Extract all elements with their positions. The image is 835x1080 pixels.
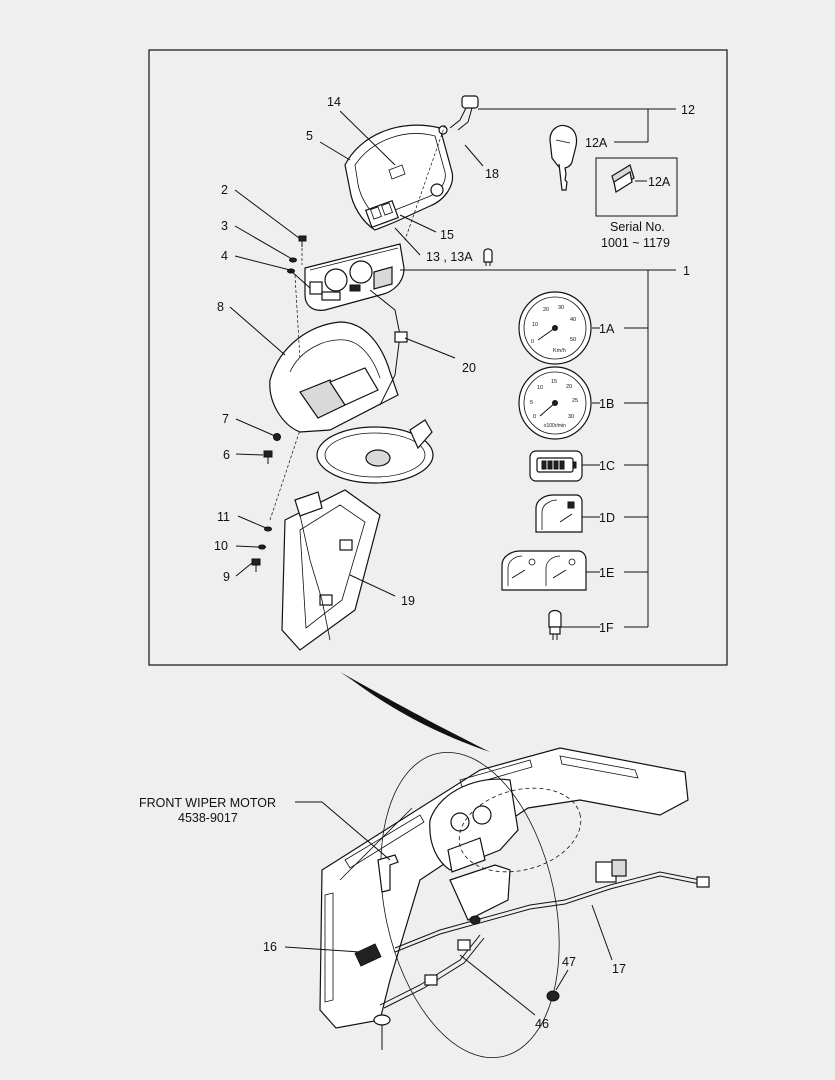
washer-7 — [273, 433, 281, 441]
callout-1f: 1F — [599, 621, 614, 635]
gauge-1a-tick: 40 — [570, 317, 576, 323]
callout-1a: 1A — [599, 322, 615, 336]
key-12a — [549, 124, 578, 191]
callout-2: 2 — [221, 183, 228, 197]
gauge-1a-tick: 30 — [558, 305, 564, 311]
callout-11: 11 — [217, 510, 230, 524]
callout-46: 46 — [535, 1017, 549, 1031]
steering-column — [281, 419, 434, 651]
key-switch — [438, 95, 479, 135]
bulb-1f — [548, 609, 562, 640]
gauge-1b-tick: 10 — [537, 385, 543, 391]
gauge-1b-tick: 25 — [572, 398, 578, 404]
callout-5: 5 — [306, 129, 313, 143]
gauge-1a-tick: 10 — [532, 322, 538, 328]
gauge-1a-unit: Km/h — [553, 348, 566, 354]
callout-13: 13 , 13A — [426, 250, 473, 264]
callout-12a-key: 12A — [585, 136, 608, 150]
serial-box — [595, 157, 678, 217]
bulb-13a-icon — [483, 248, 493, 266]
wiper-motor-name: FRONT WIPER MOTOR — [139, 796, 276, 810]
gauge-1a-tick: 0 — [531, 339, 534, 345]
gauge-1b-unit: x100r/min — [544, 423, 566, 429]
washer-10 — [258, 544, 266, 550]
callout-1e: 1E — [599, 566, 614, 580]
serial-no-label: Serial No. — [610, 220, 665, 234]
callout-6: 6 — [223, 448, 230, 462]
fuel-gauge-1d — [535, 494, 583, 533]
callout-3: 3 — [221, 219, 228, 233]
leader-lines — [229, 108, 676, 628]
instrument-cluster — [304, 243, 405, 311]
callout-15: 15 — [440, 228, 454, 242]
callout-10: 10 — [214, 539, 228, 553]
dashboard-overview — [319, 747, 710, 1059]
screw-9 — [251, 558, 261, 572]
callout-labels: 1 1A 1B 1C 1D 1E 1F 2 3 4 5 6 7 8 9 10 1… — [139, 95, 695, 1031]
washer-11 — [264, 526, 272, 532]
callout-8: 8 — [217, 300, 224, 314]
temp-gauge-1e — [501, 550, 587, 591]
callout-1b: 1B — [599, 397, 614, 411]
detail-pointer-arrow — [340, 672, 490, 752]
callout-14: 14 — [327, 95, 341, 109]
screw-6 — [263, 450, 273, 464]
gauge-1b-tick: 15 — [551, 379, 557, 385]
lower-leader-lines — [284, 801, 613, 1016]
callout-47: 47 — [562, 955, 576, 969]
callout-1d: 1D — [599, 511, 615, 525]
instrument-hood — [344, 124, 454, 231]
callout-12a-box: 12A — [648, 175, 671, 189]
wiper-motor-part-no: 4538-9017 — [178, 811, 238, 825]
gauge-1a-tick: 50 — [570, 337, 576, 343]
hour-meter-1c — [529, 450, 583, 482]
gauge-1b-tick: 20 — [566, 384, 572, 390]
gauge-1b-tick: 0 — [533, 414, 536, 420]
callout-1: 1 — [683, 264, 690, 278]
lower-panel — [269, 321, 399, 433]
callout-16: 16 — [263, 940, 277, 954]
key-12a-boxed — [611, 164, 635, 193]
gauge-1a-speedometer: 0 10 20 30 40 50 Km/h — [518, 291, 592, 365]
callout-17: 17 — [612, 962, 626, 976]
serial-range: 1001 ~ 1179 — [601, 236, 670, 250]
gauge-1b-tick: 5 — [530, 400, 533, 406]
callout-12: 12 — [681, 103, 695, 117]
gauge-1b-tachometer: 0 5 10 15 20 25 30 x100r/min — [518, 366, 592, 440]
callout-4: 4 — [221, 249, 228, 263]
gauge-1a-tick: 20 — [543, 307, 549, 313]
callout-7: 7 — [222, 412, 229, 426]
callout-18: 18 — [485, 167, 499, 181]
callout-9: 9 — [223, 570, 230, 584]
callout-19: 19 — [401, 594, 415, 608]
detail-frame — [148, 49, 728, 666]
callout-20: 20 — [462, 361, 476, 375]
screw-2 — [298, 235, 307, 247]
gauge-1b-tick: 30 — [568, 414, 574, 420]
callout-1c: 1C — [599, 459, 615, 473]
